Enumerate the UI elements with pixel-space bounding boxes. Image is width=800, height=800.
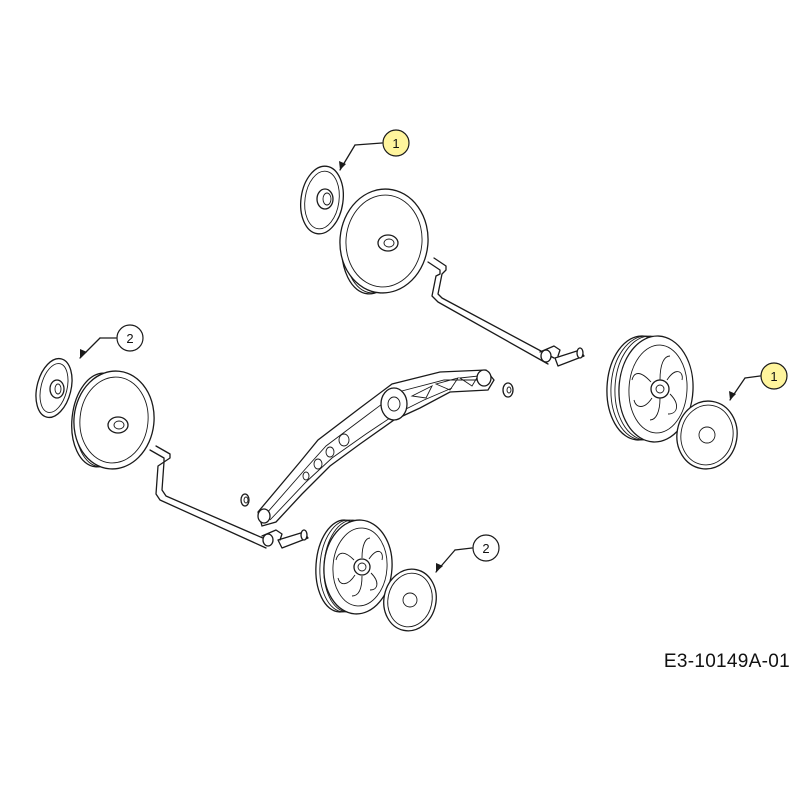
hubcap-top: [300, 165, 344, 235]
linkage-bar: [240, 369, 514, 527]
callout-1-top: 1: [339, 129, 410, 171]
callout-2-left-badge: [116, 324, 144, 352]
axle-rod-left: [149, 445, 309, 549]
callout-2-bottom-number: 2: [482, 541, 489, 556]
callout-1-top-number: 1: [392, 136, 399, 151]
hubcap-left: [35, 357, 73, 419]
wheel-top: [339, 188, 429, 295]
callout-1-right-badge: [760, 362, 788, 390]
callout-2-bottom-badge: [472, 534, 500, 562]
drawing-code: E3-10149A-01: [663, 651, 790, 672]
hubcap-right: [676, 400, 738, 470]
wheel-left: [71, 370, 155, 470]
callout-1-right-number: 1: [770, 369, 777, 384]
callout-2-left-number: 2: [126, 331, 133, 346]
hubcap-bottom: [383, 568, 437, 632]
callout-2-left: 2: [79, 324, 144, 359]
callout-1-right: 1: [729, 362, 788, 401]
wheel-bottom: [315, 519, 393, 615]
axle-rod-top: [427, 257, 585, 367]
callout-1-top-badge: [382, 129, 410, 157]
callout-2-bottom: 2: [435, 534, 500, 573]
wheel-right: [606, 335, 694, 443]
